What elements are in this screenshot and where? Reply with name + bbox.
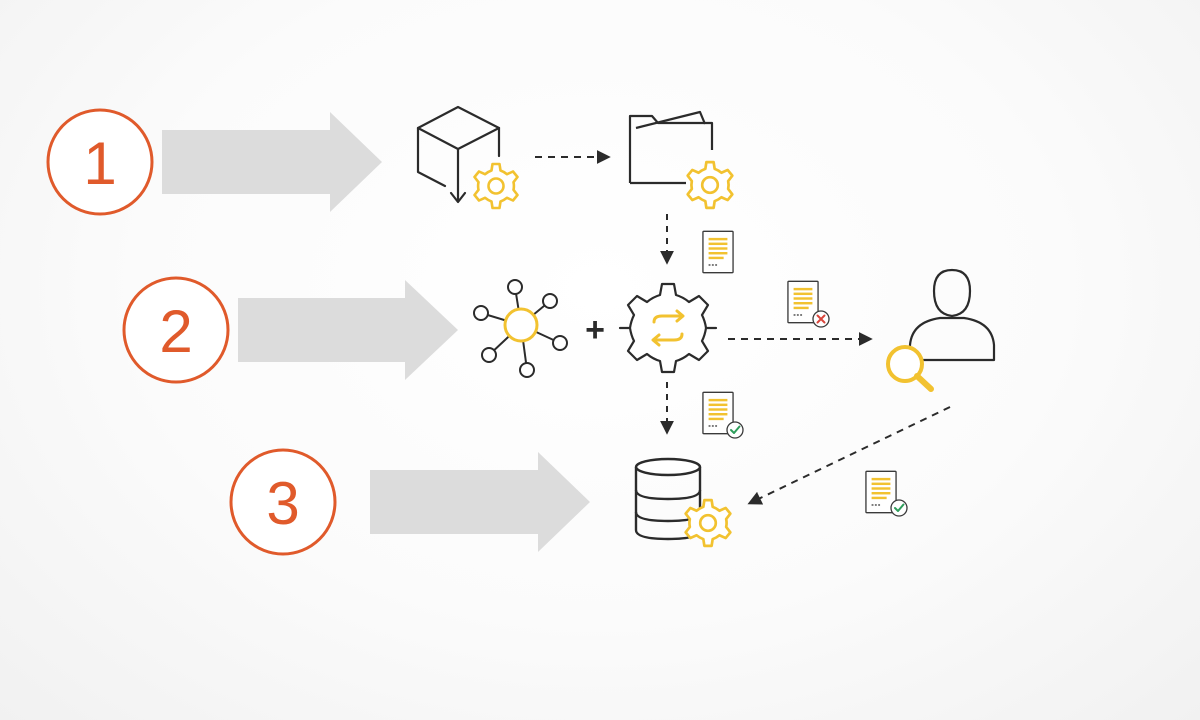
check-icon — [730, 425, 741, 434]
magnifier-icon — [886, 345, 924, 383]
step-1-number: 1 — [83, 130, 116, 197]
step-1: 1 — [46, 108, 382, 216]
step-2: 2 — [122, 276, 458, 384]
network-hub-icon — [473, 279, 568, 378]
user-review-icon — [886, 268, 996, 392]
step-1-arrow — [162, 112, 382, 212]
step-3-arrow — [370, 452, 590, 552]
step-2-number: 2 — [159, 298, 192, 365]
document-icon — [702, 230, 734, 274]
connector-user-database — [747, 406, 951, 505]
plus-sign: + — [585, 311, 605, 349]
transform-gear-icon — [618, 282, 718, 374]
step-3: 3 — [229, 448, 590, 556]
check-badge — [726, 421, 744, 439]
gear-icon — [686, 160, 734, 210]
approved-document — [702, 391, 744, 439]
folder-icon — [628, 110, 714, 185]
rejected-document — [787, 280, 830, 328]
gear-icon — [473, 162, 519, 210]
step-2-circle — [122, 276, 230, 384]
gear-icon — [684, 498, 732, 548]
approved-document — [865, 470, 908, 517]
step-3-number: 3 — [266, 470, 299, 537]
package-download-icon — [416, 105, 501, 204]
step-2-arrow — [238, 280, 458, 380]
check-badge — [890, 499, 908, 517]
x-icon — [816, 314, 826, 324]
check-icon — [894, 503, 905, 512]
step-1-circle — [46, 108, 154, 216]
step-3-circle — [229, 448, 337, 556]
